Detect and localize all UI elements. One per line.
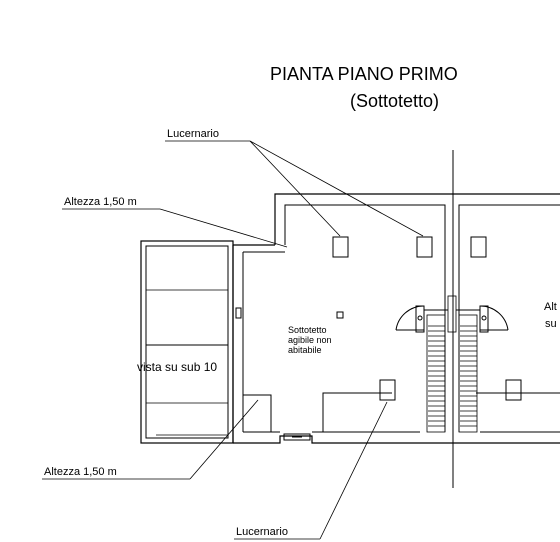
drawing-subtitle: (Sottotetto) [350,91,440,111]
label-lucernario-top: Lucernario [167,128,219,140]
stair-door-right [479,305,509,331]
label-cut-right-2: su [545,318,557,330]
stairs [426,295,478,433]
leader-lines [42,140,424,540]
room-label: Sottotetto agibile non abitabile [288,325,368,355]
skylight-4 [379,379,396,401]
room-label-line-2: agibile non [288,335,332,345]
small-vent [336,311,344,319]
label-altezza-bottom: Altezza 1,50 m [44,466,117,478]
skylight-2 [416,236,433,258]
room-label-line-1: Sottotetto [288,325,327,335]
outer-wall [274,193,560,245]
inner-wall-top [284,204,446,380]
wall-window [235,307,242,319]
low-wall-mid [322,392,392,432]
label-vista: vista su sub 10 [137,360,218,374]
drawing-title: PIANTA PIANO PRIMO [270,64,458,84]
skylight-3 [470,236,487,258]
low-wall-left [243,394,272,432]
room-label-line-3: abitabile [288,345,322,355]
bottom-door [283,433,311,441]
room-wall-bottom [233,435,560,444]
label-lucernario-bottom: Lucernario [236,526,288,538]
label-cut-right-1: Alt [544,301,557,313]
skylight-1 [332,236,349,258]
inner-wall-top-right [458,204,560,380]
adjacent-building [140,240,234,444]
skylight-5 [505,379,522,401]
label-altezza-left: Altezza 1,50 m [64,196,137,208]
stair-door-left [395,305,425,331]
adjacent-building-inner [145,245,229,439]
